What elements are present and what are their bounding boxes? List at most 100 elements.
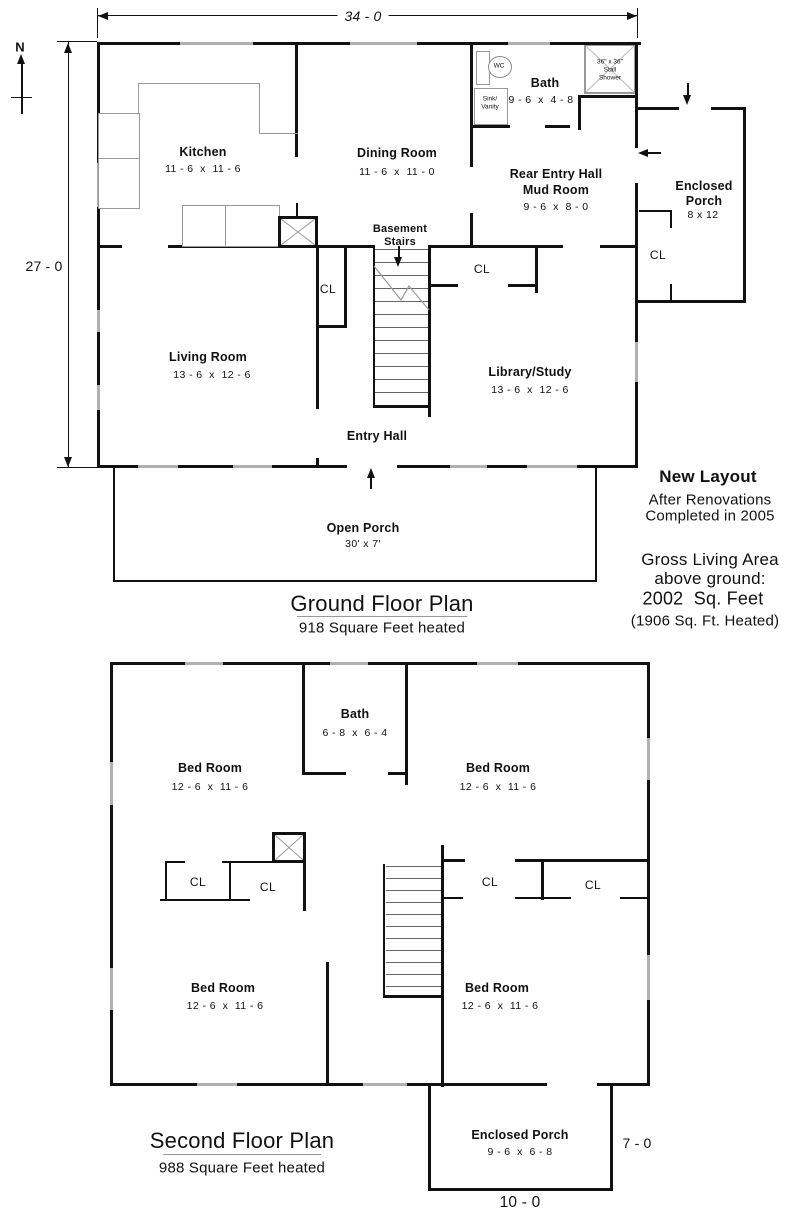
bath2-dims: 6 - 8 x 6 - 4 — [322, 727, 388, 739]
shower-label2: Stall — [603, 66, 617, 74]
rear-entry-dims: 9 - 6 x 8 - 0 — [523, 201, 589, 213]
wall — [597, 1083, 650, 1086]
wall — [515, 859, 650, 862]
enclosed-porch2-label: Enclosed Porch — [471, 1128, 569, 1142]
fixture-line — [297, 616, 467, 617]
closet-label: CL — [649, 248, 667, 262]
wall — [428, 1188, 613, 1191]
wall — [57, 41, 97, 42]
wall — [97, 8, 98, 38]
wall — [405, 662, 408, 785]
wall — [222, 861, 305, 863]
wall — [344, 245, 347, 328]
rear-entry-label: Rear Entry Hall — [509, 167, 603, 181]
porch-down-arrow-icon — [683, 95, 691, 105]
basement-stairs — [375, 249, 428, 405]
bedroom-label: Bed Room — [464, 981, 530, 995]
wall — [165, 861, 185, 863]
wall — [97, 42, 100, 468]
bedroom-label: Bed Room — [177, 761, 243, 775]
wall — [97, 245, 122, 248]
bath-label: Bath — [530, 76, 560, 90]
counter — [225, 205, 280, 247]
wall — [160, 899, 250, 901]
wall — [515, 897, 571, 899]
wall — [441, 845, 444, 1087]
wall — [428, 1086, 431, 1190]
window-marker — [477, 662, 518, 665]
wall — [21, 62, 23, 114]
wall — [229, 861, 231, 901]
window-marker — [97, 310, 100, 332]
wall — [296, 203, 298, 217]
fixture-line — [259, 133, 298, 134]
gross-area-value: 2002 Sq. Feet — [642, 588, 764, 609]
basement-stairs-label: Basement — [372, 223, 428, 235]
wall — [743, 107, 746, 303]
bedroom-dims: 12 - 6 x 11 - 6 — [461, 1000, 539, 1012]
wall — [535, 245, 538, 293]
wall — [508, 284, 537, 287]
north-label: N — [15, 39, 25, 55]
gross-area-note: Gross Living Area — [641, 550, 779, 569]
window-marker — [197, 1083, 237, 1086]
wall — [295, 42, 298, 157]
fixture-line — [138, 83, 260, 84]
wall — [373, 405, 431, 408]
entry-hall-label: Entry Hall — [346, 429, 408, 443]
wall — [11, 97, 32, 98]
bath2-label: Bath — [340, 707, 370, 721]
window-marker — [508, 42, 550, 45]
enclosed-porch-label2: Porch — [685, 194, 723, 208]
second-floor-title: Second Floor Plan — [149, 1128, 335, 1153]
wall — [670, 284, 672, 301]
dim-arrow-left-icon — [98, 12, 108, 20]
wall — [470, 42, 473, 167]
new-layout-note2: After Renovations — [648, 491, 772, 509]
living-room-label: Living Room — [169, 350, 247, 364]
bedroom-label: Bed Room — [465, 761, 531, 775]
wall — [110, 662, 650, 665]
dim-arrow-down-icon — [64, 457, 72, 467]
wall — [383, 995, 443, 998]
dining-room-label: Dining Room — [357, 146, 437, 160]
shower-label: 36" x 36" — [597, 58, 623, 66]
closet-label: CL — [259, 880, 277, 894]
wall — [610, 1086, 613, 1190]
wall — [397, 465, 638, 468]
wall — [430, 284, 458, 287]
stair-break-line — [373, 265, 430, 311]
wall — [639, 210, 672, 212]
height-dimension: 27 - 0 — [25, 258, 63, 274]
gross-area-note2: above ground: — [654, 569, 766, 588]
window-marker — [233, 465, 272, 468]
wall — [470, 213, 473, 248]
fixture-line — [259, 83, 260, 134]
window-marker — [527, 465, 577, 468]
window-marker — [138, 465, 178, 468]
counter — [98, 158, 140, 209]
enclosed-porch-dims: 8 x 12 — [687, 209, 719, 221]
wall — [541, 859, 544, 900]
wall — [326, 962, 329, 1086]
wall — [68, 42, 69, 468]
wall — [430, 245, 563, 248]
stairs-down-arrow-icon — [394, 257, 402, 267]
wall — [165, 861, 167, 901]
window-marker — [110, 762, 113, 805]
wall — [578, 95, 638, 98]
north-arrow-icon — [17, 54, 25, 64]
entry-up-arrow-icon — [367, 468, 375, 478]
width-dimension: 34 - 0 — [337, 8, 389, 24]
mudroom-arrow-shaft — [647, 152, 661, 154]
counter — [182, 205, 227, 247]
stairs-arrow-shaft — [398, 246, 400, 258]
bedroom-label: Bed Room — [190, 981, 256, 995]
fixture-line — [163, 1154, 321, 1155]
closet-label: CL — [584, 878, 602, 892]
window-marker — [647, 955, 650, 1000]
wall — [578, 95, 581, 130]
window-marker — [450, 465, 487, 468]
entry-arrow-shaft — [370, 477, 372, 489]
